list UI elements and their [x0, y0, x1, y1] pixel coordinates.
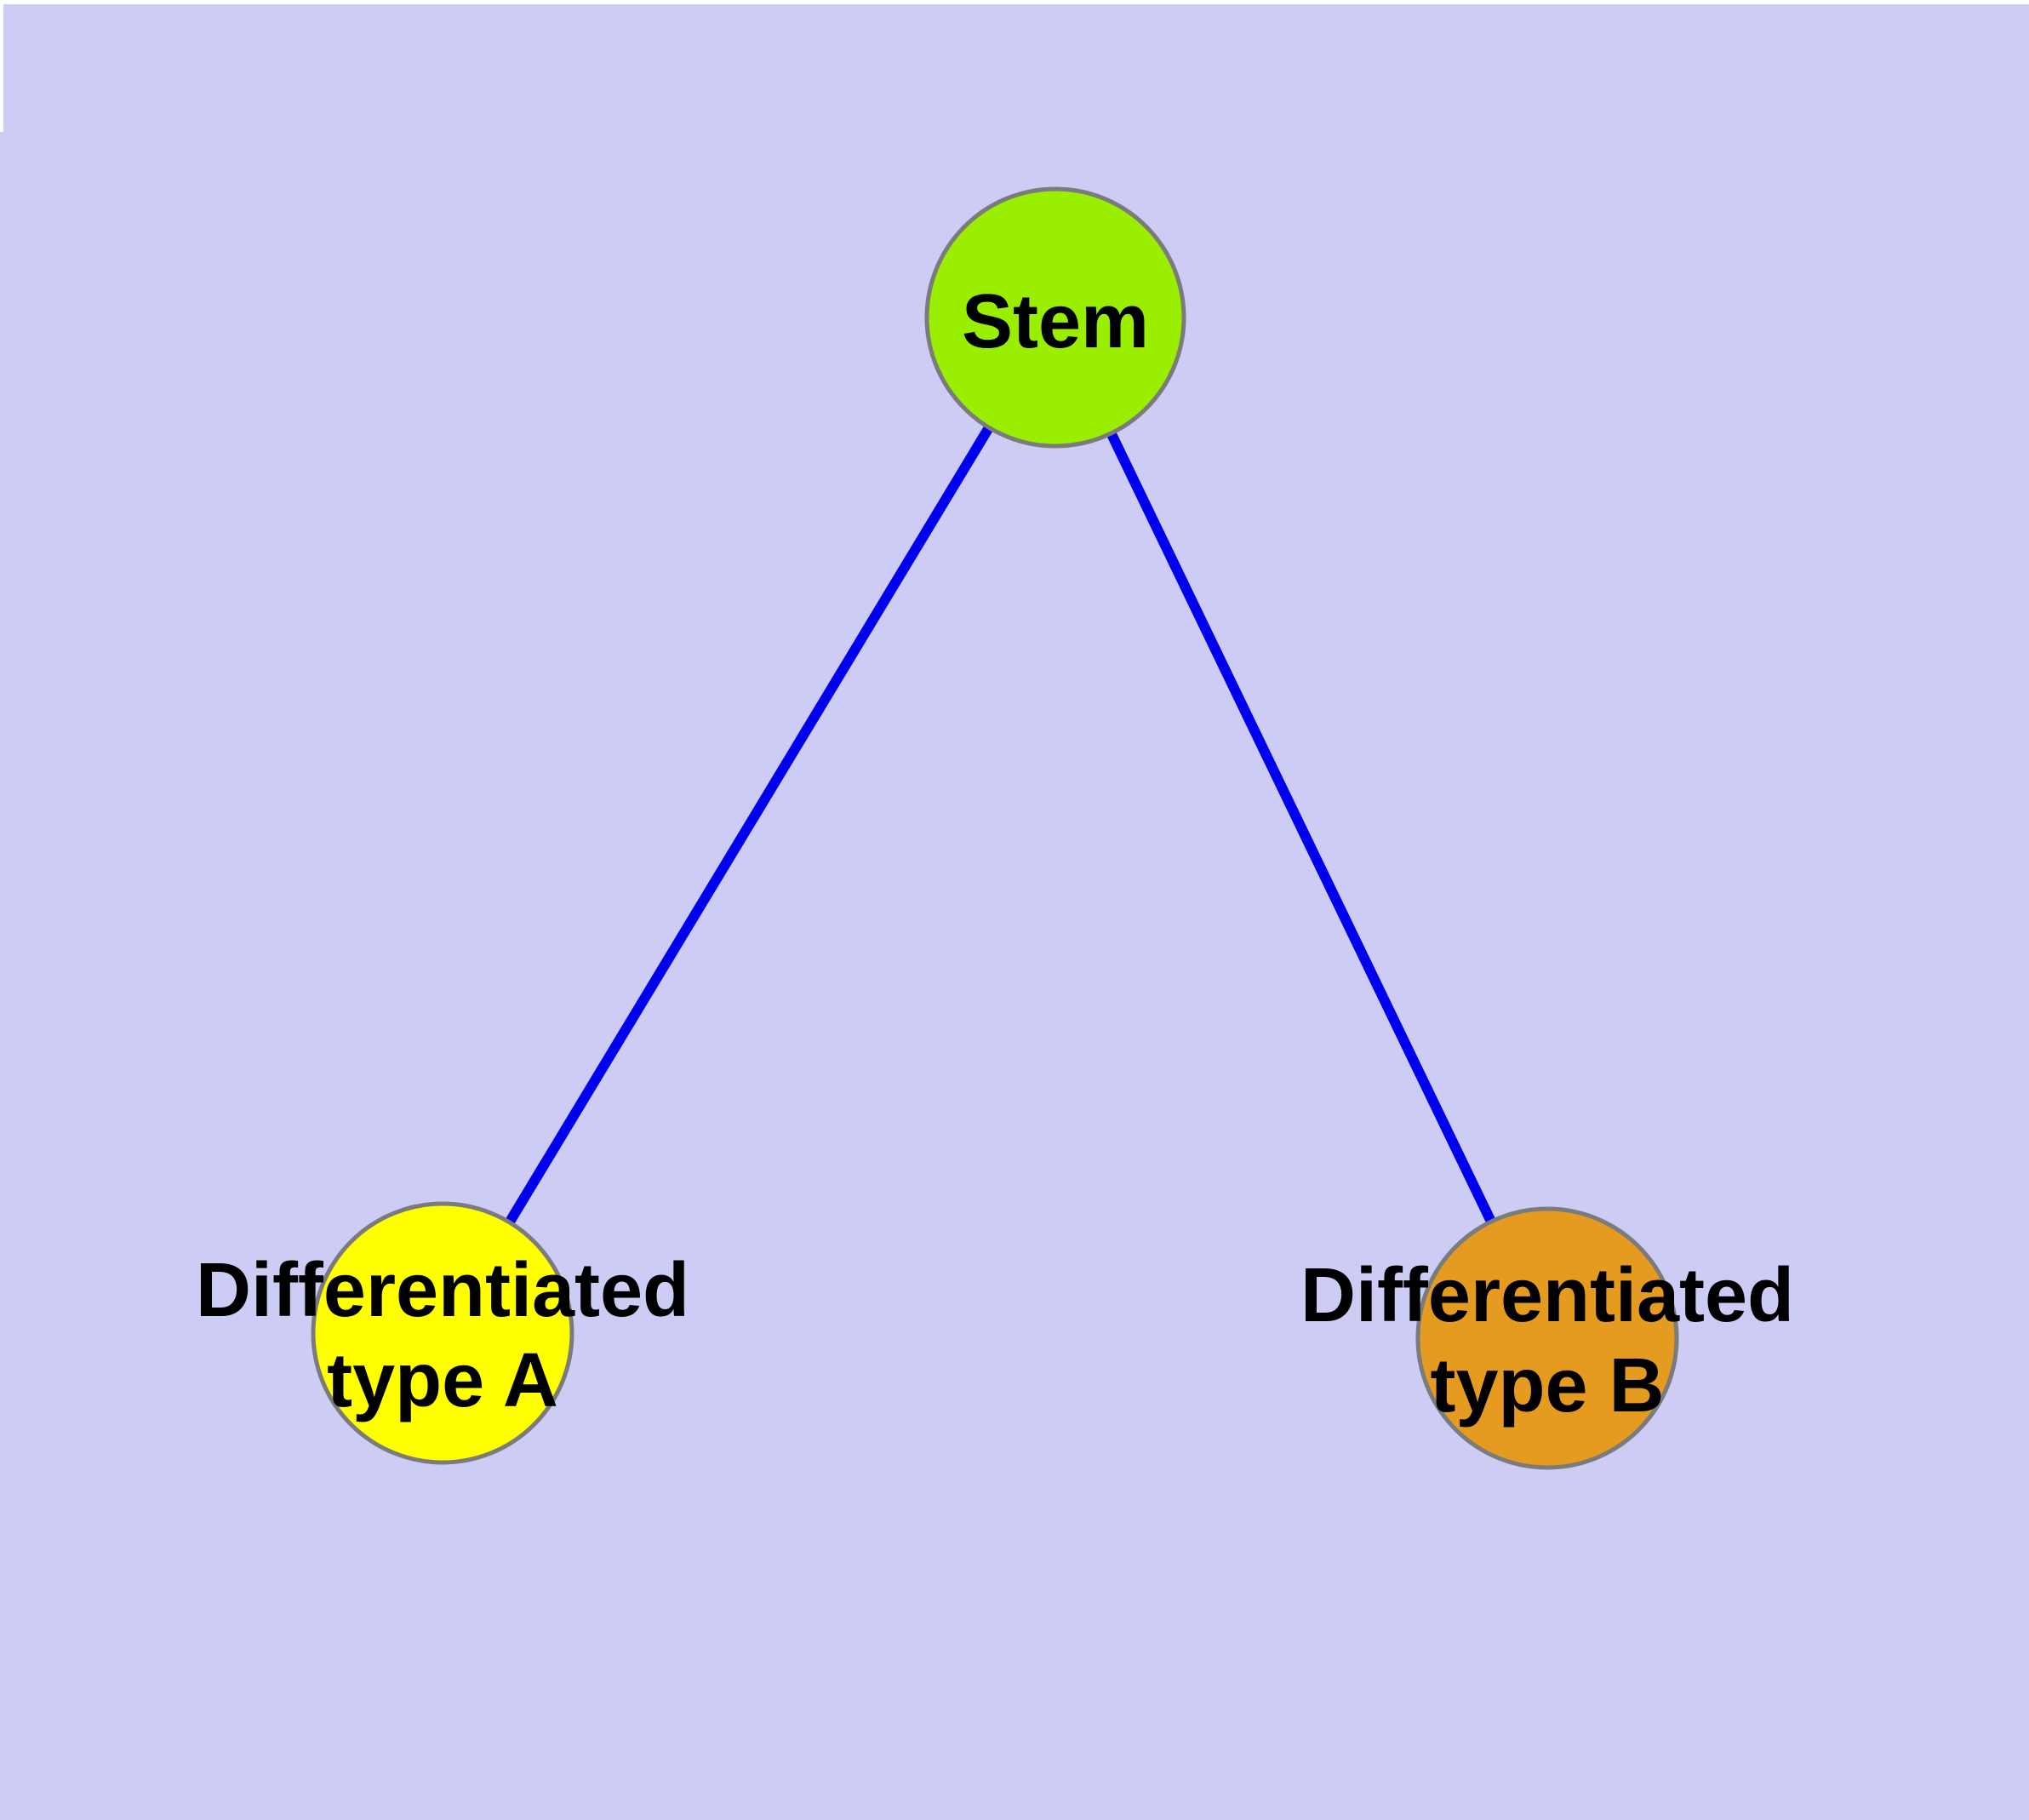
- stem-node-circle: [924, 186, 1186, 449]
- edges: [437, 314, 1552, 1341]
- stem-node: Stem: [924, 186, 1186, 449]
- type-a-node-label-line2: type A: [327, 1338, 558, 1423]
- type-a-node-circle: [311, 1201, 574, 1465]
- type-b-node: Differentiated type B: [1300, 1206, 1794, 1470]
- type-b-node-label-line1: Differentiated: [1300, 1253, 1794, 1338]
- stem-node-label: Stem: [962, 279, 1149, 364]
- edge-stem-to-type-b: [1050, 315, 1552, 1341]
- type-a-node-label-line1: Differentiated: [196, 1248, 689, 1333]
- type-a-node: Differentiated type A: [196, 1201, 689, 1465]
- type-b-node-circle: [1415, 1206, 1679, 1470]
- type-b-node-label-line2: type B: [1430, 1343, 1664, 1428]
- edge-stem-to-type-a: [437, 314, 1060, 1336]
- top-left-corner-sliver: [0, 4, 3, 132]
